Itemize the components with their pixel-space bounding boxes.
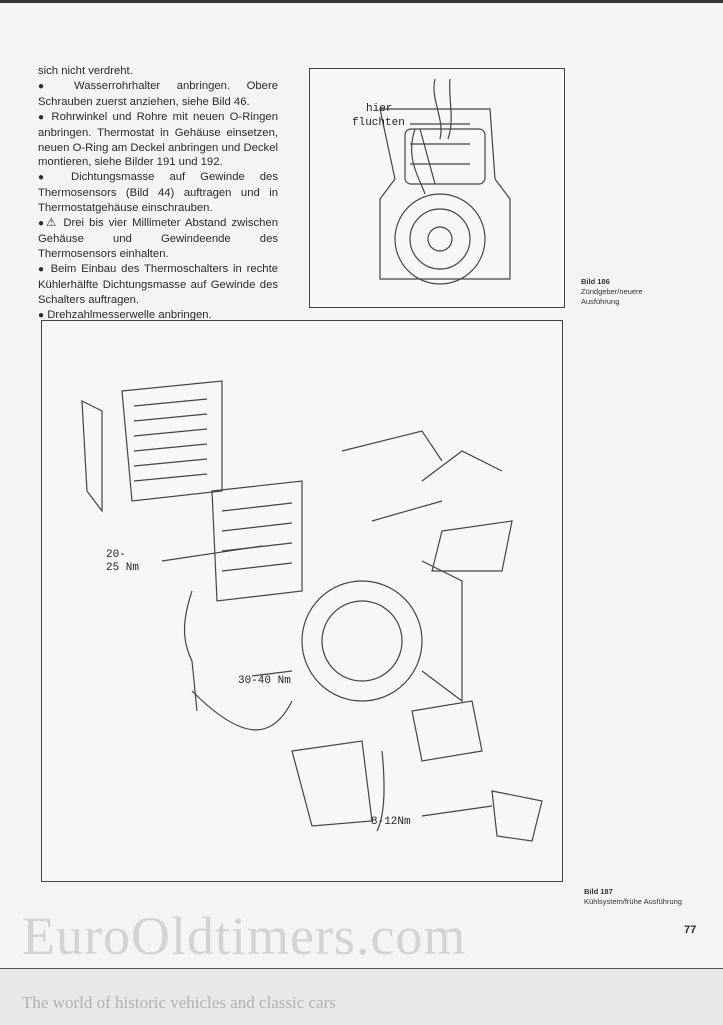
bullet-icon: ● [38, 111, 47, 123]
page-number: 77 [684, 924, 697, 936]
bullet-icon: ● [38, 172, 56, 184]
body-text: sich nicht verdreht. ● Wasserrohrhalter … [38, 64, 278, 323]
bullet-icon: ● [38, 80, 58, 92]
torque-label-pump: 30-40 Nm [238, 675, 291, 687]
warning-icon: ⚠ [46, 217, 59, 230]
watermark-band [0, 968, 723, 1025]
paragraph: sich nicht verdreht. [38, 65, 133, 77]
caption-title: Bild 187 [584, 887, 613, 896]
paragraph-text: Drehzahlmesserwelle anbringen. [47, 308, 212, 321]
ignition-diagram [379, 78, 511, 285]
paragraph-text: Rohrwinkel und Rohre mit neuen O-Ringen … [38, 110, 278, 169]
bullet-icon: ● [38, 218, 47, 230]
align-label: fluchten [352, 117, 405, 129]
bullet-icon: ● [38, 309, 45, 321]
paragraph: ● Wasserrohrhalter anbringen. Obere Schr… [38, 79, 278, 110]
align-label: hier [366, 103, 393, 115]
paragraph-text: Dichtungsmasse auf Gewinde des Thermosen… [38, 171, 278, 215]
paragraph-text: Wasserrohrhalter anbringen. Obere Schrau… [38, 79, 279, 108]
scan-edge [0, 0, 723, 3]
figure-186-caption: Bild 186 Zündgeber/neuere Ausführung [581, 277, 651, 307]
paragraph: ● Dichtungsmasse auf Gewinde des Thermos… [38, 170, 278, 216]
caption-title: Bild 186 [581, 277, 610, 286]
torque-label-radiator: 20- [106, 549, 126, 561]
bullet-icon: ● [38, 263, 46, 275]
caption-text: Zündgeber/neuere Ausführung [581, 287, 643, 306]
paragraph: ● Rohrwinkel und Rohre mit neuen O-Ringe… [38, 110, 278, 171]
figure-187-caption: Bild 187 Kühlsystem/frühe Ausführung [584, 887, 682, 907]
torque-label-housing: 8-12Nm [371, 816, 411, 828]
cooling-system-diagram [81, 380, 543, 842]
caption-text: Kühlsystem/frühe Ausführung [584, 897, 682, 906]
paragraph-text: Beim Einbau des Thermoschalters in recht… [38, 262, 279, 306]
watermark-tagline: The world of historic vehicles and class… [22, 993, 336, 1012]
paragraph: ● Beim Einbau des Thermoschalters in rec… [38, 262, 278, 308]
paragraph: ● Drehzahlmesserwelle anbringen. [38, 308, 278, 324]
paragraph-text: Drei bis vier Millimeter Abstand zwische… [38, 217, 278, 260]
torque-label-radiator: 25 Nm [106, 562, 140, 574]
figure-187: 20- 25 Nm 30-40 Nm 8-12Nm [41, 320, 563, 882]
watermark-logo: EuroOldtimers.com [22, 906, 467, 966]
figure-186: hier fluchten [309, 68, 565, 308]
paragraph: ●⚠ Drei bis vier Millimeter Abstand zwis… [38, 216, 278, 262]
